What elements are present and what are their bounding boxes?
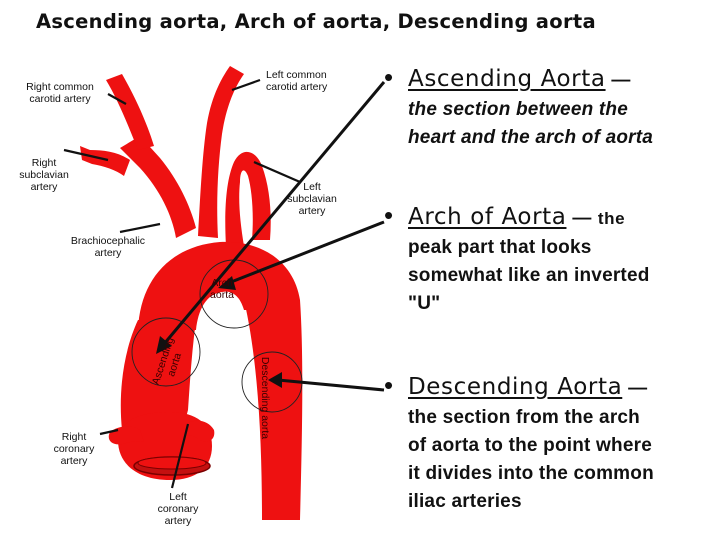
- leader-right-coronary: [99, 428, 119, 436]
- label-descending: Descending aorta: [259, 357, 271, 439]
- label-line: Arch: [211, 277, 233, 289]
- label-line: carotid artery: [266, 81, 328, 93]
- right-subclavian: [80, 146, 130, 176]
- arrow-arch-line: [225, 220, 385, 286]
- aorta-vessels: [80, 66, 303, 520]
- label-line: Right common: [26, 81, 94, 93]
- bullet-heading: Arch of Aorta — the: [408, 202, 650, 234]
- arrow-descending-head: [268, 372, 282, 388]
- label-line: artery: [165, 515, 193, 527]
- arrow-arch-head: [218, 276, 236, 290]
- bullet-heading: Ascending Aorta —: [408, 64, 653, 96]
- left-common-carotid: [198, 66, 244, 238]
- bullet-term: Descending Aorta: [408, 374, 623, 400]
- label-line: Brachiocephalic: [71, 235, 145, 247]
- bullet-descending-aorta: Descending Aorta — the section from the …: [384, 370, 654, 516]
- label-line: artery: [95, 247, 123, 259]
- leader-left-common-carotid: [231, 78, 261, 92]
- arrow-descending-line: [277, 378, 385, 392]
- bullet-description: peak part that looks somewhat like an in…: [408, 237, 650, 314]
- arrow-ascending-head: [156, 336, 172, 354]
- label-line: Right: [62, 431, 87, 443]
- label-line: carotid artery: [29, 93, 91, 105]
- bullet-heading: Descending Aorta —: [408, 372, 654, 404]
- bullet-ascending-aorta: Ascending Aorta — the section between th…: [384, 62, 654, 152]
- brachiocephalic-trunk: [120, 136, 196, 238]
- slide-title: Ascending aorta, Arch of aorta, Descendi…: [36, 10, 596, 33]
- aortic-valve-rim: [137, 456, 207, 470]
- label-line: Right: [32, 157, 57, 169]
- leader-right-common-carotid: [107, 93, 127, 105]
- label-line: Left: [303, 181, 321, 193]
- bullet-dash: —: [566, 208, 598, 229]
- label-line: artery: [31, 181, 59, 193]
- label-line: coronary: [158, 503, 200, 515]
- label-line: subclavian: [287, 193, 337, 205]
- left-subclavian: [225, 151, 271, 246]
- arrow-ascending-line: [162, 81, 386, 345]
- bullet-dash: —: [622, 378, 648, 399]
- label-line: subclavian: [19, 169, 69, 181]
- bullet-inline-description: the: [597, 209, 626, 228]
- leader-right-subclavian: [63, 148, 109, 162]
- right-common-carotid: [106, 74, 154, 150]
- label-line: aorta: [210, 289, 234, 301]
- label-line: artery: [61, 455, 89, 467]
- label-line: coronary: [54, 443, 96, 455]
- bullet-arch-of-aorta: Arch of Aorta — the peak part that looks…: [384, 200, 650, 318]
- bullet-dash: —: [605, 70, 632, 91]
- leader-left-subclavian: [253, 160, 301, 184]
- pointer-arrows: [156, 81, 386, 392]
- left-coronary-stub: [184, 420, 215, 442]
- label-line: Left: [169, 491, 187, 503]
- bullet-description: the section between the heart and the ar…: [408, 99, 654, 148]
- label-line: Left common: [266, 69, 327, 81]
- label-line: Descending aorta: [259, 357, 271, 439]
- leader-lines: [63, 78, 301, 489]
- bullet-term: Ascending Aorta: [408, 66, 606, 92]
- label-line: artery: [299, 205, 327, 217]
- bullet-term: Arch of Aorta: [408, 204, 567, 230]
- descending-aorta-shape: [244, 300, 303, 520]
- ascending-marker-circle: [131, 317, 201, 387]
- leader-brachiocephalic: [119, 222, 161, 234]
- leader-left-coronary: [170, 423, 190, 489]
- bullet-description: the section from the arch of aorta to th…: [408, 407, 654, 512]
